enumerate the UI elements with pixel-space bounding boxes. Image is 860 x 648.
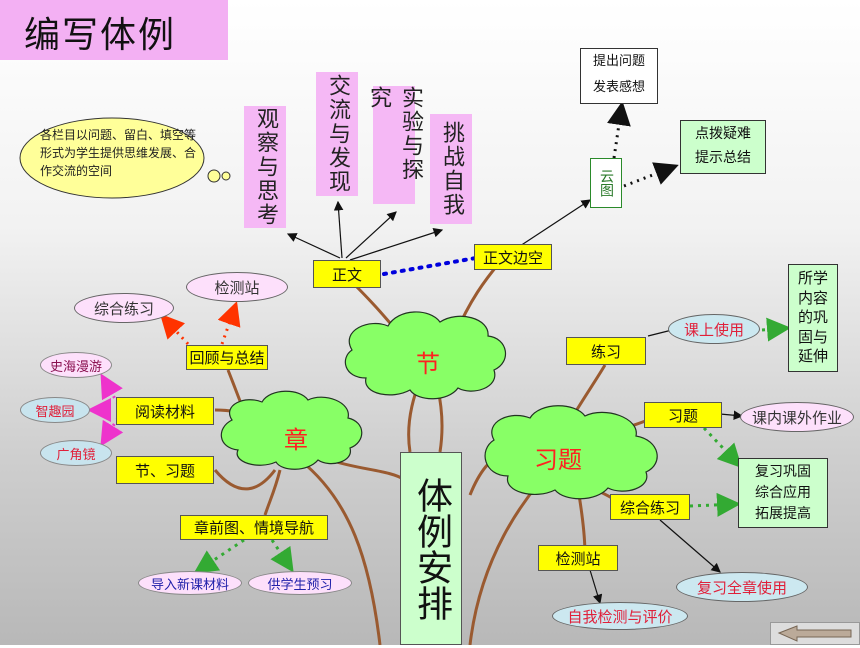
reading-material-label: 阅读材料	[116, 397, 214, 425]
black-dots	[607, 101, 679, 188]
red-dots	[159, 301, 241, 346]
review-summary-label: 回顾与总结	[186, 345, 268, 370]
ask-line-1: 提出问题	[592, 54, 645, 69]
blue-dots	[382, 256, 478, 276]
ask-line-2: 发表感想	[592, 80, 645, 95]
side-text-label: 正文边空	[474, 244, 552, 270]
exercise-label: 习题	[644, 402, 722, 428]
practice-label: 练习	[566, 337, 646, 365]
consolidate-line-4: 固与	[797, 327, 828, 346]
main-text-label: 正文	[313, 260, 381, 288]
clouds	[220, 311, 658, 500]
class-use-oval: 课上使用	[668, 314, 760, 344]
center-label: 体例安排	[400, 452, 462, 645]
cloud-label-chapter: 章	[284, 426, 308, 454]
review-line-2: 综合应用	[755, 484, 811, 501]
reading-history-oval: 史海漫游	[40, 352, 112, 378]
review-line-1: 复习巩固	[755, 463, 811, 480]
column-discuss: 交流与发现	[316, 72, 358, 196]
magenta-dots	[87, 373, 124, 447]
arrow-left-icon	[777, 625, 852, 642]
preview-oval: 供学生预习	[248, 571, 352, 595]
page-title: 编写体例	[0, 0, 228, 60]
reading-wide-oval: 广角镜	[40, 440, 112, 466]
prev-slide-button[interactable]	[770, 622, 860, 645]
column-experiment: 实验与探究	[366, 86, 423, 204]
consolidate-line-1: 所学	[797, 269, 828, 288]
review-line-3: 拓展提高	[755, 505, 811, 522]
tips-line-1: 点拨疑难	[695, 126, 751, 143]
consolidate-box: 所学 内容 的巩 固与 延伸	[788, 264, 838, 372]
self-test-oval: 自我检测与评价	[552, 602, 688, 630]
cloud-label-section: 节	[416, 350, 440, 378]
reading-puzzle-oval: 智趣园	[20, 397, 90, 423]
intro-material-oval: 导入新课材料	[138, 571, 242, 595]
column-observe: 观察与思考	[244, 106, 286, 228]
thought-note: 各栏目以问题、留白、填空等形式为学生提供思维发展、合作交流的空间	[40, 128, 197, 178]
chapter-nav-label: 章前图、情境导航	[180, 515, 328, 540]
tips-box: 点拨疑难 提示总结	[680, 120, 766, 174]
ask-question-box: 提出问题 发表感想	[580, 48, 658, 104]
column-challenge: 挑战自我	[430, 114, 472, 224]
cloud-image-label: 云图	[590, 158, 622, 208]
thought-bubble	[19, 117, 231, 199]
practice-oval-left: 综合练习	[74, 293, 174, 323]
homework-oval: 课内课外作业	[740, 402, 854, 432]
review-consolidate-box: 复习巩固 综合应用 拓展提高	[738, 458, 828, 528]
consolidate-line-2: 内容	[797, 288, 828, 307]
green-dots	[193, 317, 791, 574]
review-all-oval: 复习全章使用	[676, 572, 808, 602]
tips-line-2: 提示总结	[695, 150, 751, 166]
consolidate-line-3: 的巩	[797, 308, 828, 327]
practice-right-label: 综合练习	[610, 494, 690, 520]
cloud-label-exercise: 习题	[534, 446, 582, 474]
quiz-oval-top: 检测站	[186, 272, 288, 302]
consolidate-line-5: 延伸	[797, 347, 828, 366]
quiz-label-bottom: 检测站	[538, 545, 618, 571]
section-exercise-label: 节、习题	[116, 456, 214, 484]
